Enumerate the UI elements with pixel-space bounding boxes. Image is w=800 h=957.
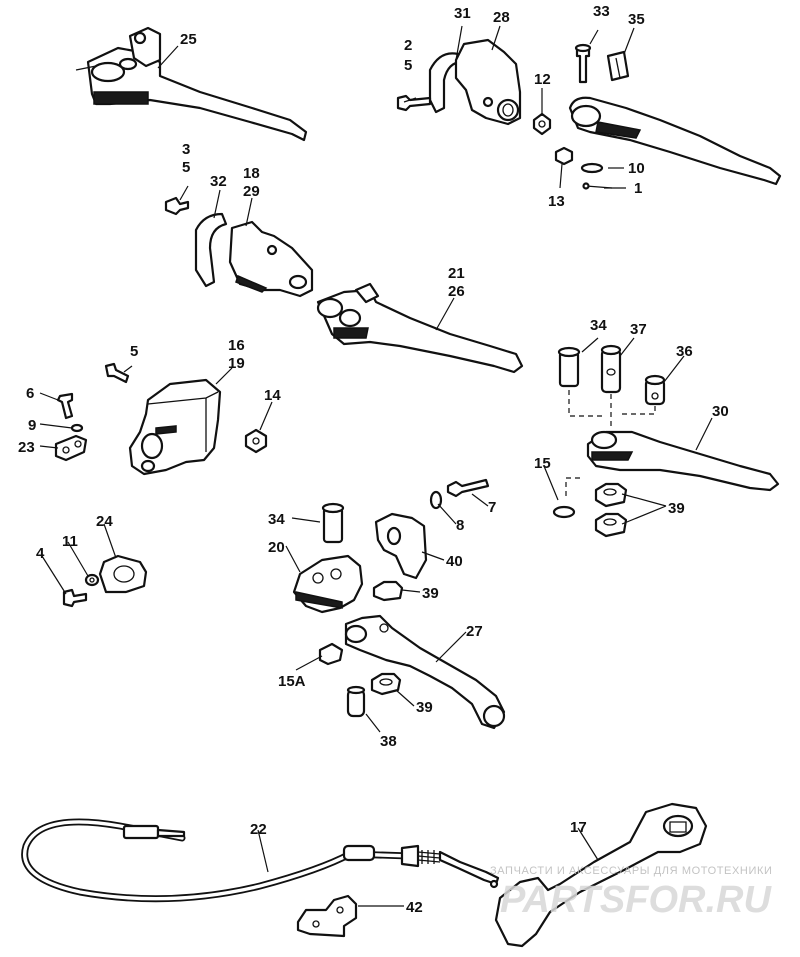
lever-17 (494, 802, 708, 948)
callout-15: 15 (534, 455, 551, 472)
small-parts-6-9-23 (54, 392, 88, 462)
callout-13: 13 (548, 193, 565, 210)
callout-12: 12 (534, 71, 551, 88)
lever-assembly-21-26 (316, 282, 524, 374)
callout-33: 33 (593, 3, 610, 20)
callout-32: 32 (210, 173, 227, 190)
lever-assembly-27 (292, 478, 506, 730)
callout-6: 6 (26, 385, 34, 402)
callout-24: 24 (96, 513, 113, 530)
cable-22 (21, 818, 500, 903)
callout-18: 18 (243, 165, 260, 182)
callout-39-lower: 39 (416, 699, 433, 716)
lever-assembly-25 (75, 26, 308, 142)
callout-31: 31 (454, 5, 471, 22)
callout-28: 28 (493, 9, 510, 26)
callout-30: 30 (712, 403, 729, 420)
callout-35: 35 (628, 11, 645, 28)
callout-40: 40 (446, 553, 463, 570)
lever-assembly-30 (552, 344, 780, 538)
callout-36: 36 (676, 343, 693, 360)
callout-8: 8 (456, 517, 464, 534)
callout-26: 26 (448, 283, 465, 300)
callout-16: 16 (228, 337, 245, 354)
callout-1: 1 (634, 180, 642, 197)
callout-2: 2 (404, 37, 412, 54)
housing-assembly-16-19 (104, 362, 222, 476)
nut-14 (244, 428, 268, 454)
watermark-tagline: ЗАПЧАСТИ И АКСЕССУАРЫ ДЛЯ МОТОТЕХНИКИ (490, 865, 772, 877)
callout-38: 38 (380, 733, 397, 750)
callout-34-middle: 34 (268, 511, 285, 528)
callout-39-right: 39 (668, 500, 685, 517)
callout-9: 9 (28, 417, 36, 434)
watermark: ЗАПЧАСТИ И АКСЕССУАРЫ ДЛЯ МОТОТЕХНИКИ PA… (490, 865, 772, 921)
callout-labels: 25 31 28 33 35 2 5 12 10 1 13 3 5 32 18 … (18, 3, 729, 916)
callout-5-second: 5 (182, 159, 190, 176)
callout-37: 37 (630, 321, 647, 338)
callout-39-middle: 39 (422, 585, 439, 602)
callout-22: 22 (250, 821, 267, 838)
callout-11: 11 (62, 533, 78, 550)
callout-25: 25 (180, 31, 197, 48)
callout-17: 17 (570, 819, 587, 836)
callout-14: 14 (264, 387, 281, 404)
callout-10: 10 (628, 160, 645, 177)
callout-27: 27 (466, 623, 483, 640)
callout-5-third: 5 (130, 343, 138, 360)
watermark-brand: PARTSFOR.RU (500, 879, 772, 921)
callout-21: 21 (448, 265, 465, 282)
small-parts-4-11-24 (62, 554, 148, 608)
callout-3: 3 (182, 141, 190, 158)
callout-23: 23 (18, 439, 35, 456)
clamp-assembly-31-28 (396, 38, 522, 126)
callout-34-right: 34 (590, 317, 607, 334)
callout-19: 19 (228, 355, 245, 372)
callout-42: 42 (406, 899, 423, 916)
bracket-42 (296, 894, 358, 938)
leader-lines (39, 25, 713, 907)
clamp-assembly-32-18 (164, 196, 314, 298)
callout-5-top: 5 (404, 57, 412, 74)
callout-4: 4 (36, 545, 45, 562)
callout-7: 7 (488, 499, 496, 516)
callout-15a: 15A (278, 673, 306, 690)
callout-29: 29 (243, 183, 260, 200)
lever-assembly-top-right (532, 43, 782, 190)
callout-20: 20 (268, 539, 285, 556)
